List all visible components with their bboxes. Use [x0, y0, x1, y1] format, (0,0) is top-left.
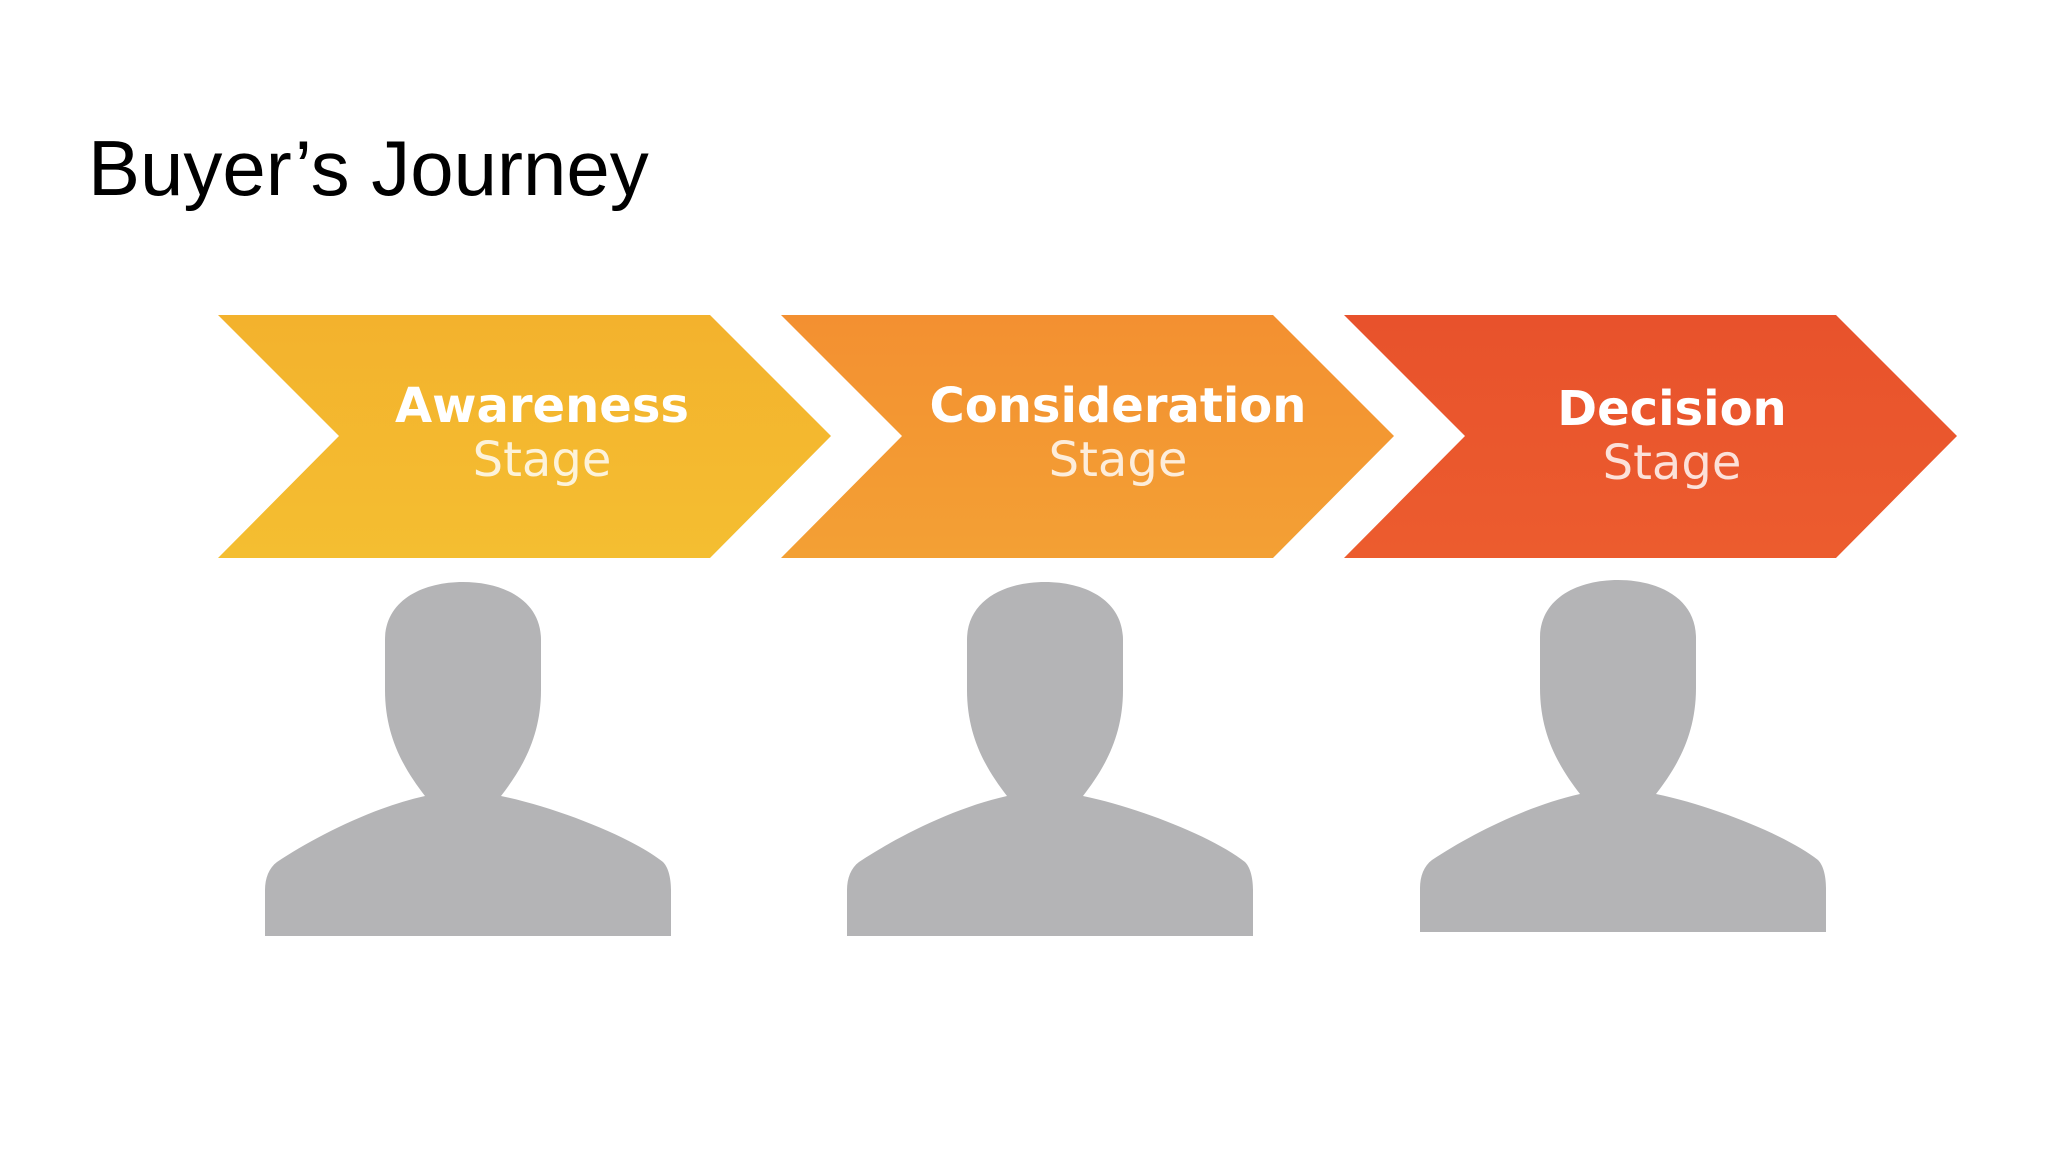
stage-consideration: Consideration Stage [781, 315, 1394, 558]
slide-title: Buyer’s Journey [88, 124, 649, 212]
stage-sublabel-decision: Stage [1603, 435, 1742, 491]
stage-arrow-awareness [218, 315, 831, 558]
stage-awareness: Awareness Stage [218, 315, 831, 558]
person-consideration-icon [847, 582, 1253, 936]
stage-label-awareness: Awareness [395, 378, 689, 434]
stage-arrow-decision [1344, 315, 1957, 558]
stage-arrow-consideration [781, 315, 1394, 558]
stage-label-decision: Decision [1557, 381, 1786, 437]
stage-decision: Decision Stage [1344, 315, 1957, 558]
person-decision-icon [1420, 580, 1826, 932]
stage-sublabel-awareness: Stage [473, 432, 612, 488]
stage-label-consideration: Consideration [930, 378, 1307, 434]
stage-sublabel-consideration: Stage [1049, 432, 1188, 488]
person-awareness-icon [265, 582, 671, 936]
